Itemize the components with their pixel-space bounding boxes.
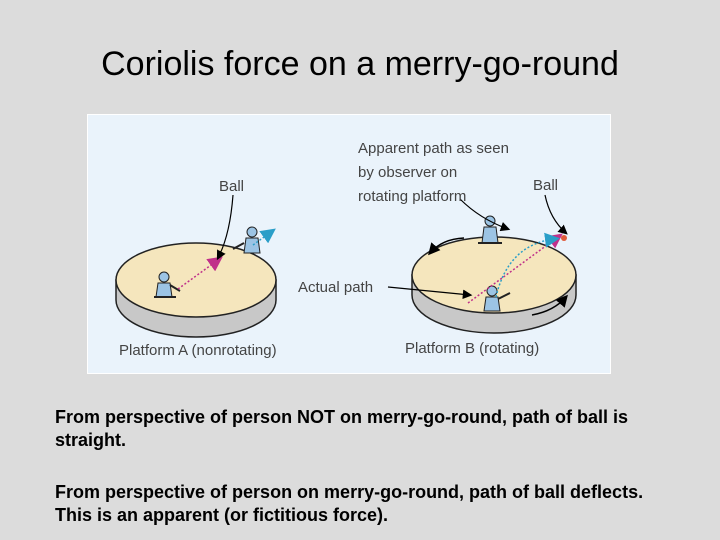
apparent-path-pointer — [460, 199, 508, 229]
caption-nonrotating: From perspective of person NOT on merry-… — [55, 406, 655, 452]
label-ball-a: Ball — [219, 178, 244, 195]
caption-rotating: From perspective of person on merry-go-r… — [55, 481, 655, 527]
platform-b — [388, 195, 576, 333]
ball-b-pointer — [545, 195, 566, 233]
diagram-svg: Ball Apparent path as seen by observer o… — [88, 115, 610, 373]
slide-title: Coriolis force on a merry-go-round — [0, 45, 720, 84]
label-platform-a: Platform A (nonrotating) — [119, 342, 277, 359]
platform-a — [116, 195, 276, 337]
ball-b-marker — [561, 235, 567, 241]
label-apparent-path-line2: by observer on — [358, 164, 457, 181]
label-actual-path: Actual path — [298, 279, 373, 296]
label-ball-b: Ball — [533, 177, 558, 194]
label-apparent-path-line3: rotating platform — [358, 188, 466, 205]
coriolis-diagram: Ball Apparent path as seen by observer o… — [87, 114, 611, 374]
label-apparent-path-line1: Apparent path as seen — [358, 140, 509, 157]
label-platform-b: Platform B (rotating) — [405, 340, 539, 357]
